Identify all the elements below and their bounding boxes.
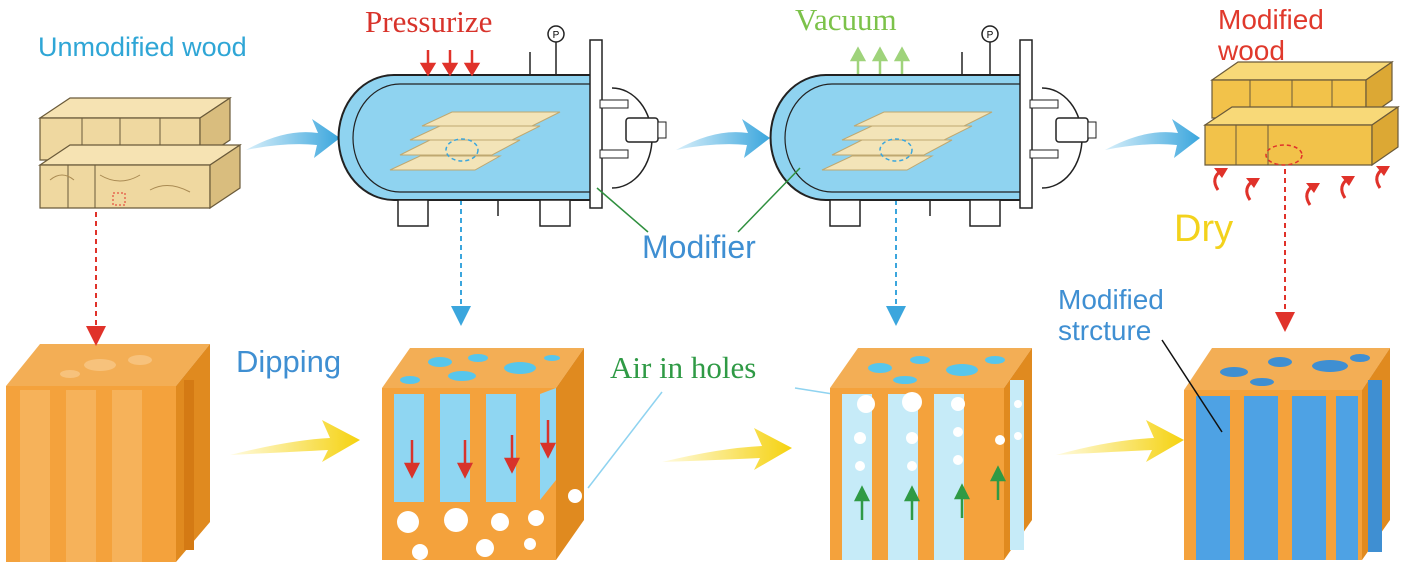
label-dipping: Dipping: [236, 344, 342, 379]
wood-structure-cube-dipping: [382, 348, 584, 560]
wood-structure-cube-vacuum: [830, 348, 1032, 560]
label-modified-structure-line2: strcture: [1058, 315, 1152, 347]
vacuum-up-arrows: [853, 465, 1007, 520]
label-modified-structure-line1: Modified: [1058, 284, 1164, 315]
dipping-down-arrows: [403, 420, 557, 479]
svg-text:P: P: [553, 30, 560, 41]
process-arrow-3: [1105, 119, 1200, 158]
dry-heat-arrows: [1213, 166, 1390, 206]
label-modified-wood-line1: Modified: [1218, 4, 1324, 35]
pressure-vessel-1: P: [337, 25, 667, 227]
label-pressurize: Pressurize: [365, 4, 493, 39]
process-arrow-4: [230, 420, 360, 462]
modifier-pointer-1: [596, 187, 649, 233]
label-modified-wood-line2: wood: [1218, 35, 1285, 67]
label-unmodified-wood: Unmodified wood: [38, 32, 247, 62]
wood-structure-cube-unmodified: [6, 344, 210, 562]
process-arrow-6: [1056, 420, 1184, 462]
wood-structure-cube-modified: [1184, 348, 1390, 560]
process-arrow-1: [246, 119, 340, 158]
unmodified-wood-stack: [38, 96, 242, 210]
svg-text:P: P: [987, 30, 994, 41]
pressure-vessel-2: P: [769, 25, 1097, 227]
label-vacuum: Vacuum: [795, 2, 897, 37]
label-modified-wood: Modified wood: [1218, 4, 1324, 67]
air-pointer-1: [587, 391, 663, 489]
label-air-in-holes: Air in holes: [610, 350, 757, 385]
label-modifier: Modifier: [642, 229, 756, 265]
pressure-gauge-icon: [981, 25, 999, 43]
vacuum-arrows: [849, 46, 911, 74]
process-arrow-2: [676, 119, 770, 158]
pressure-gauge-icon: [547, 25, 565, 43]
label-dry: Dry: [1174, 208, 1234, 250]
modified-structure-pointer: [1161, 339, 1223, 433]
label-modified-structure: Modified strcture: [1058, 284, 1164, 347]
modifier-pointer-2: [737, 167, 801, 233]
modified-wood-stack: [1203, 60, 1400, 167]
process-arrow-5: [662, 428, 792, 470]
pressurize-arrows: [419, 50, 481, 77]
